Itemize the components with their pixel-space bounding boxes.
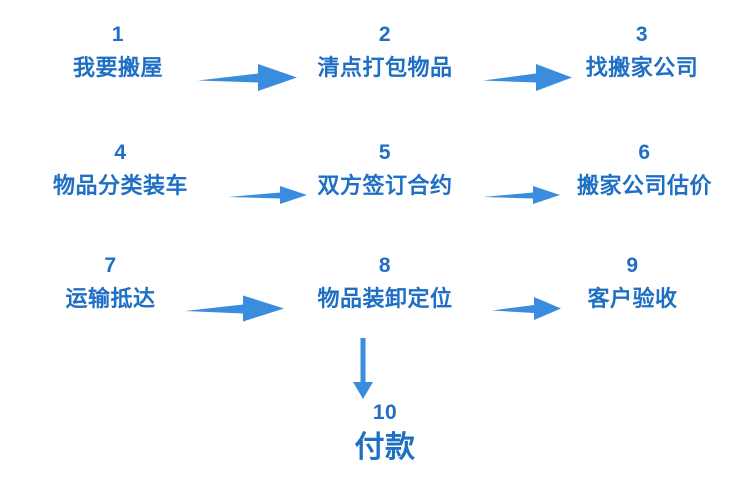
step-label: 运输抵达: [65, 286, 156, 311]
step-node-10[interactable]: 10 付款: [295, 402, 475, 463]
step-node-7[interactable]: 7 运输抵达: [38, 255, 183, 310]
arrow-step8-to-step10: [345, 338, 381, 400]
step-number: 4: [114, 141, 127, 164]
step-label: 付款: [354, 431, 416, 464]
step-number: 1: [111, 23, 125, 46]
step-label: 物品分类装车: [52, 173, 188, 198]
step-number: 7: [104, 254, 117, 277]
step-number: 5: [378, 141, 392, 164]
step-label: 物品装卸定位: [317, 286, 453, 311]
step-number: 3: [635, 23, 649, 46]
step-label: 清点打包物品: [317, 55, 453, 80]
step-label: 双方签订合约: [317, 173, 453, 198]
step-node-5[interactable]: 5 双方签订合约: [295, 142, 475, 197]
step-label: 搬家公司估价: [576, 173, 712, 198]
step-label: 客户验收: [587, 286, 678, 311]
step-number: 6: [638, 141, 651, 164]
step-node-6[interactable]: 6 搬家公司估价: [552, 142, 737, 197]
arrow-step1-to-step2: [198, 60, 298, 94]
step-node-4[interactable]: 4 物品分类装车: [28, 142, 213, 197]
step-node-2[interactable]: 2 清点打包物品: [295, 24, 475, 79]
step-node-3[interactable]: 3 找搬家公司: [562, 24, 722, 79]
step-node-1[interactable]: 1 我要搬屋: [58, 24, 178, 79]
step-number: 9: [626, 254, 639, 277]
step-label: 找搬家公司: [585, 55, 699, 80]
arrow-step7-to-step8: [185, 292, 285, 324]
step-number: 2: [378, 23, 392, 46]
arrow-step2-to-step3: [483, 60, 573, 94]
arrow-step4-to-step5: [228, 183, 308, 207]
step-label: 我要搬屋: [72, 55, 163, 80]
step-number: 10: [372, 401, 398, 424]
step-node-8[interactable]: 8 物品装卸定位: [295, 255, 475, 310]
step-node-9[interactable]: 9 客户验收: [560, 255, 705, 310]
arrow-step5-to-step6: [483, 183, 561, 207]
step-number: 8: [378, 254, 392, 277]
arrow-step8-to-step9: [492, 294, 562, 322]
